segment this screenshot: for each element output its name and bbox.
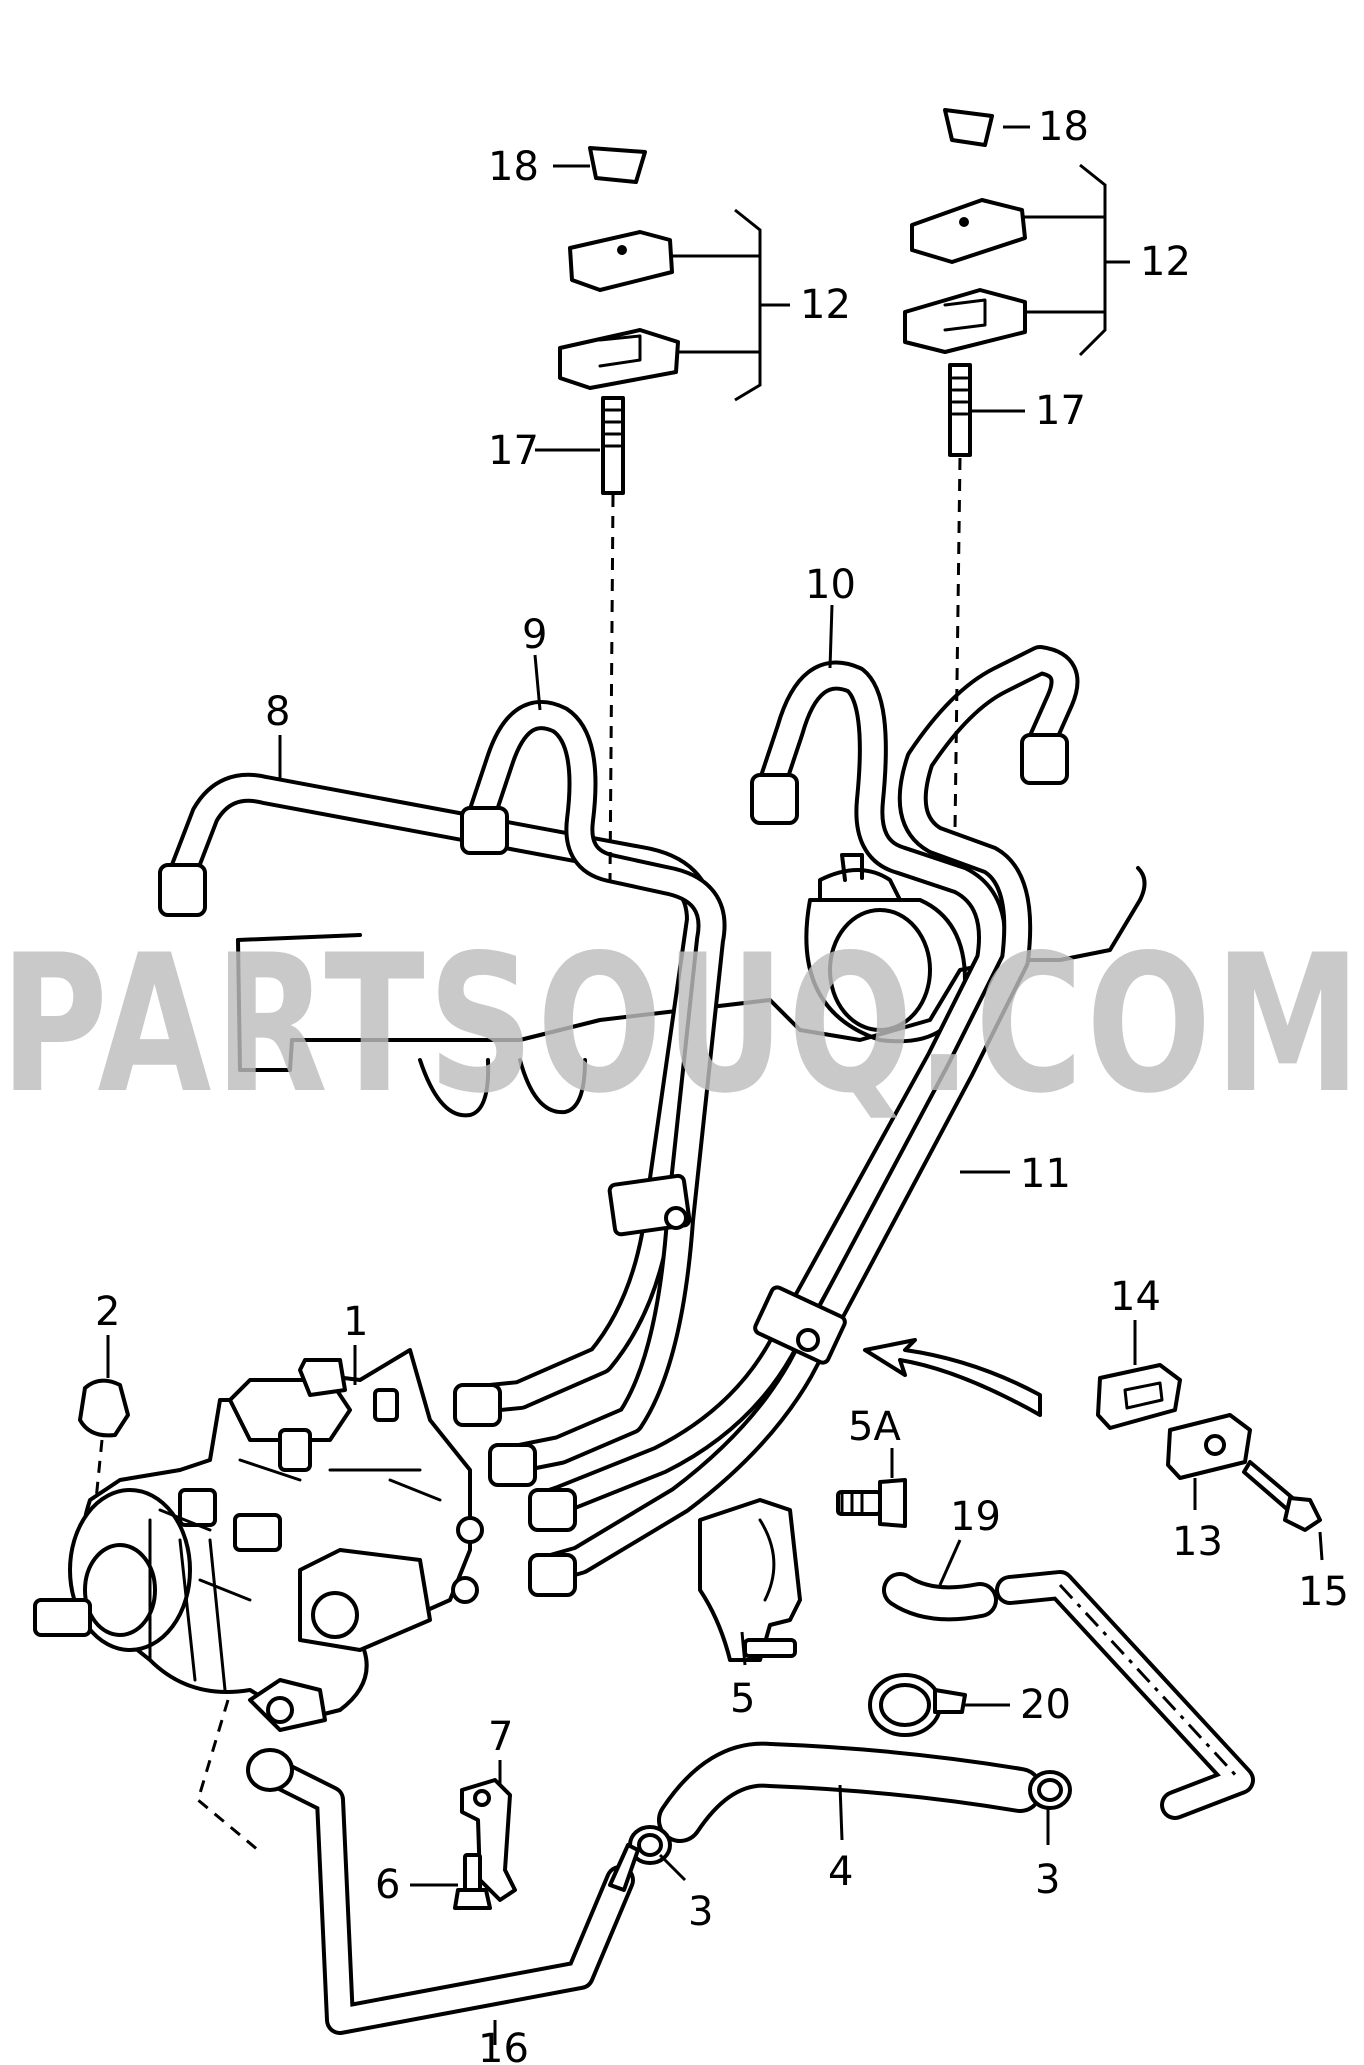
engine-head-outline [236, 853, 1147, 1118]
bracket-5 [698, 1498, 802, 1662]
bracket-7 [460, 1778, 517, 1902]
callout-17-right: 17 [1035, 388, 1086, 434]
return-pipe-right [995, 1570, 1255, 1820]
pipe-nuts-upper [158, 733, 1069, 917]
callout-7: 7 [488, 1714, 513, 1760]
hose-19 [882, 1572, 998, 1622]
clip-13 [1166, 1413, 1252, 1480]
watermark: PARTSOUQ.COM [0, 914, 1364, 1135]
callout-13: 13 [1172, 1519, 1223, 1565]
callout-2: 2 [95, 1289, 120, 1335]
clip-14 [1096, 1363, 1182, 1430]
pipe-bundle-clamps [607, 1173, 847, 1365]
callout-12-left: 12 [800, 282, 851, 328]
callout-9: 9 [522, 612, 547, 658]
direction-arrow [863, 1338, 1042, 1417]
callout-5A: 5A [848, 1404, 901, 1450]
callout-20: 20 [1020, 1682, 1071, 1728]
callout-4: 4 [828, 1849, 853, 1895]
callout-18-left: 18 [488, 144, 539, 190]
injection-pipes [165, 645, 1080, 1585]
hose-4 [657, 1741, 1043, 1843]
cap-2 [78, 1378, 130, 1501]
hose-clamp-3-right [1028, 1770, 1072, 1810]
bolt-5A [836, 1448, 907, 1528]
callout-19: 19 [950, 1494, 1001, 1540]
clamp-stack-right [903, 108, 1027, 831]
callout-15: 15 [1298, 1569, 1349, 1615]
callout-3-left: 3 [688, 1889, 713, 1935]
callout-11: 11 [1020, 1151, 1071, 1197]
leader-lines [106, 125, 1324, 2045]
clamp-stack-left [558, 146, 680, 881]
callout-17-left: 17 [488, 428, 539, 474]
callout-1: 1 [343, 1299, 368, 1345]
hose-clamp-3-left [628, 1825, 672, 1865]
callout-8: 8 [265, 689, 290, 735]
callout-10: 10 [805, 562, 856, 608]
callout-6: 6 [375, 1862, 400, 1908]
callout-3-right: 3 [1035, 1857, 1060, 1903]
callout-14: 14 [1110, 1274, 1161, 1320]
return-pipe-16 [196, 1699, 640, 2035]
bolt-15 [1242, 1460, 1322, 1532]
callout-12-right: 12 [1140, 239, 1191, 285]
clamp-20 [868, 1673, 967, 1737]
bolt-6 [453, 1853, 492, 1910]
pipe-nuts-lower [453, 1383, 577, 1597]
callout-labels: 18 18 12 12 17 17 8 9 10 11 1 2 14 5A 19… [95, 104, 1349, 2065]
callout-16: 16 [478, 2026, 529, 2065]
injection-pump [33, 1348, 484, 1732]
callout-18-right: 18 [1038, 104, 1089, 150]
callout-5: 5 [730, 1676, 755, 1722]
